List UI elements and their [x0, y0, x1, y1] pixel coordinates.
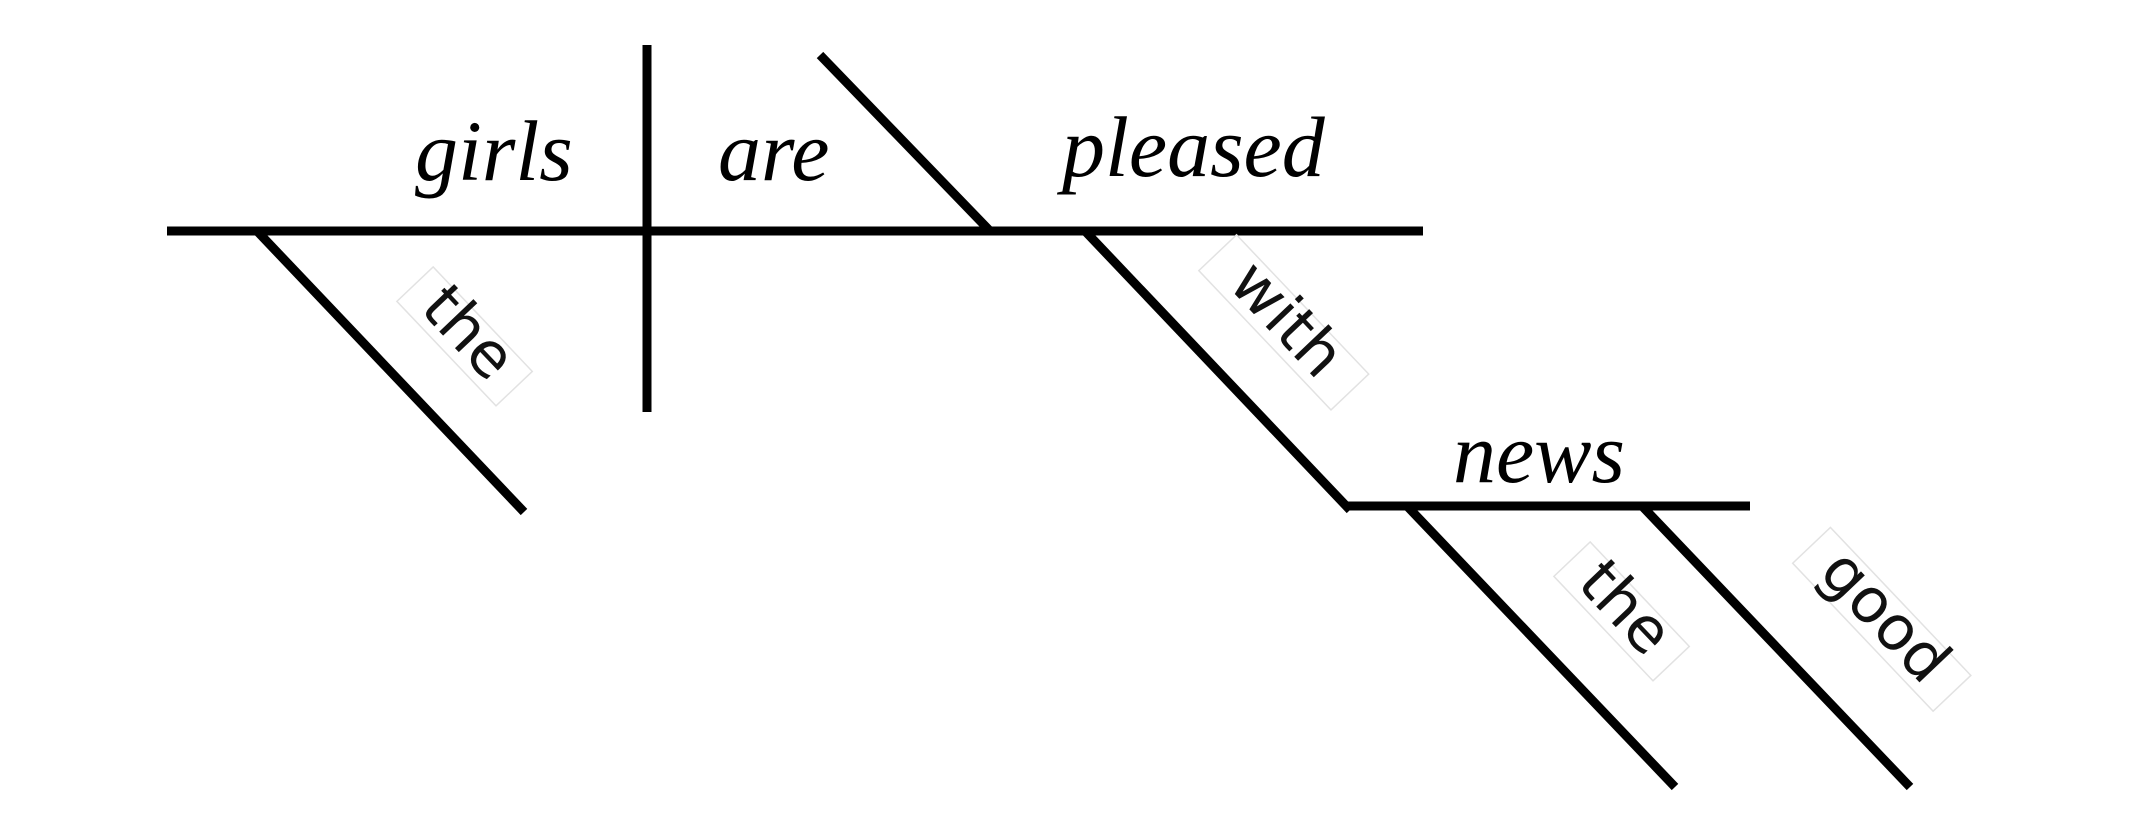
preposition-label: with	[1197, 233, 1370, 411]
preposition-slant	[1081, 227, 1354, 514]
complement-divider	[816, 51, 994, 235]
subject-modifier-label: the	[395, 265, 534, 407]
predicate-adjective-word: pleased	[1056, 99, 1326, 195]
subject-modifier-slant	[253, 227, 528, 516]
object-word: news	[1453, 405, 1625, 501]
object-modifier-label-1: the	[1552, 540, 1691, 682]
object-modifier-slant-1	[1403, 502, 1679, 791]
verb-word: are	[718, 103, 829, 199]
object-modifier-slant-2	[1638, 502, 1914, 791]
subject-word: girls	[415, 103, 573, 199]
